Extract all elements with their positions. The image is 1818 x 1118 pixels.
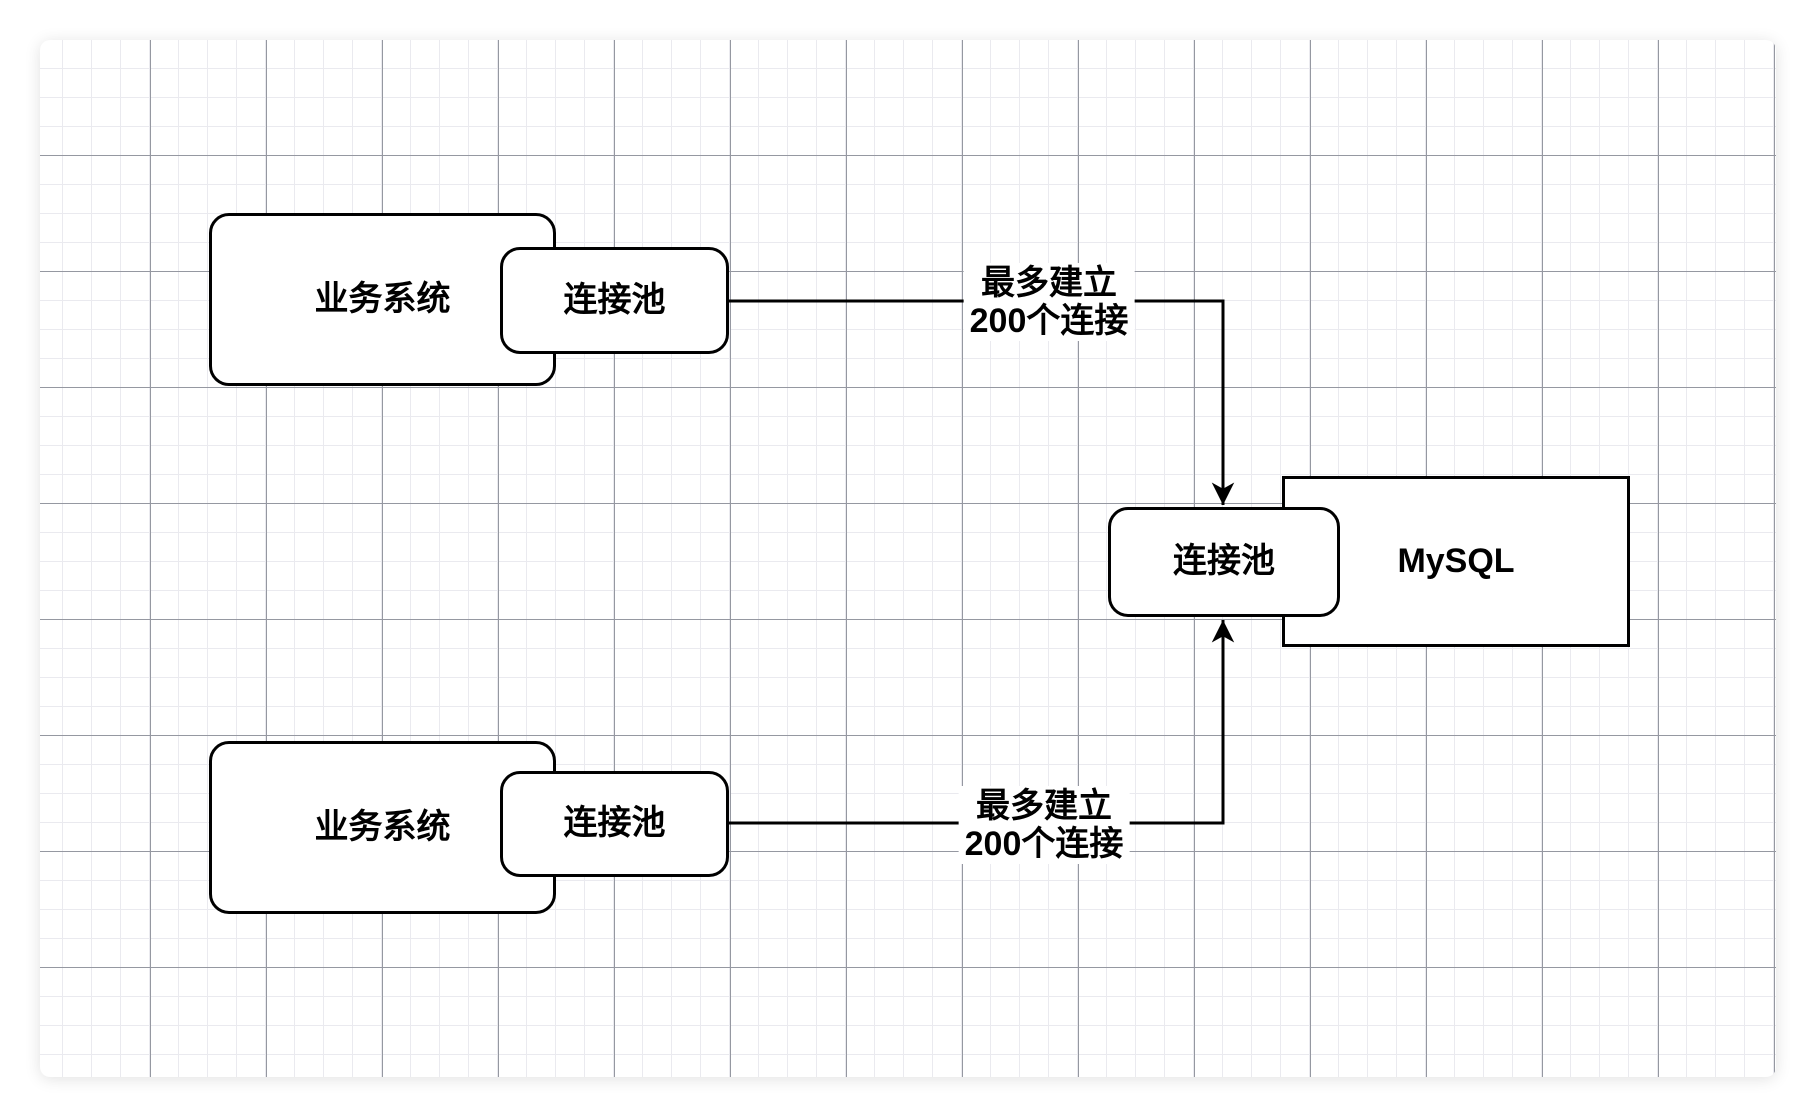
edge-label-line-1: 最多建立 <box>980 264 1117 302</box>
node-label: 业务系统 <box>314 807 451 846</box>
node-connection-pool-mysql[interactable]: 连接池 <box>1108 507 1340 617</box>
edge-label-bottom[interactable]: 最多建立 200个连接 <box>958 786 1130 864</box>
edge-label-line-1: 最多建立 <box>975 787 1112 825</box>
node-label: 业务系统 <box>314 279 451 318</box>
edge-label-line-2: 200个连接 <box>964 825 1124 863</box>
node-connection-pool-1[interactable]: 连接池 <box>500 247 729 354</box>
node-label: MySQL <box>1397 541 1515 580</box>
node-label: 连接池 <box>563 804 666 843</box>
edge-max-connections-bottom[interactable] <box>729 620 1235 825</box>
edge-label-top[interactable]: 最多建立 200个连接 <box>963 263 1135 341</box>
node-mysql[interactable]: MySQL <box>1282 476 1630 647</box>
node-label: 连接池 <box>563 280 666 319</box>
node-business-system-2[interactable]: 业务系统 <box>209 741 556 914</box>
node-business-system-1[interactable]: 业务系统 <box>209 213 556 386</box>
node-label: 连接池 <box>1173 542 1275 581</box>
node-connection-pool-2[interactable]: 连接池 <box>500 771 729 877</box>
edge-max-connections-top[interactable] <box>729 299 1235 505</box>
edge-label-line-2: 200个连接 <box>969 302 1129 340</box>
